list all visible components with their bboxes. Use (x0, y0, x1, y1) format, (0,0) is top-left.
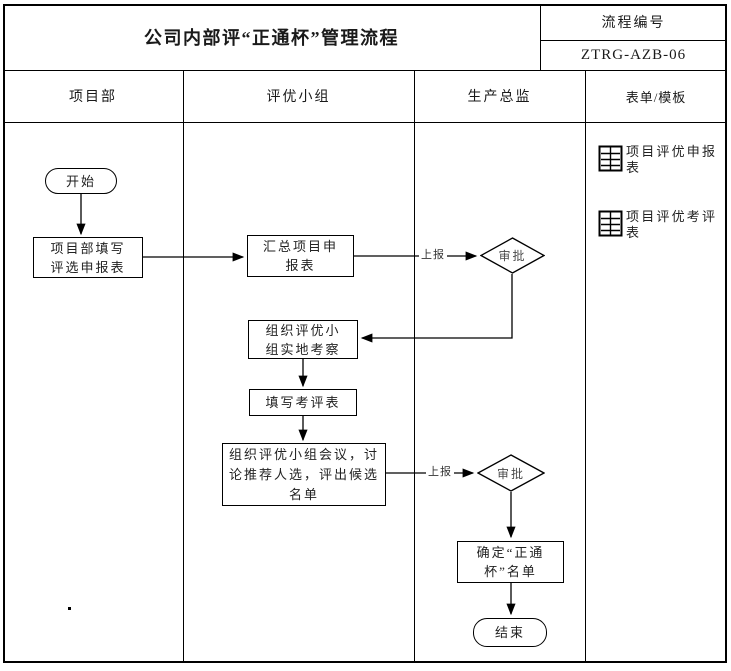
diamond-shape (477, 454, 545, 492)
process-code-label: 流程编号 (601, 16, 666, 31)
submit-label-2: 上报 (426, 466, 454, 479)
decision-approve-2: 审批 (477, 454, 545, 492)
step-fill-application: 项目部填写 评选申报表 (33, 237, 143, 278)
lane-header-production-director: 生产总监 (467, 90, 532, 105)
title-code-separator (540, 4, 541, 70)
outer-border (3, 4, 727, 663)
step-fill-evaluation-form: 填写考评表 (249, 389, 357, 416)
code-divider-line (540, 40, 727, 41)
end-terminator: 结束 (473, 618, 547, 647)
form-item-evaluation: 项目评优考评表 (598, 209, 725, 241)
step-confirm-list: 确定“正通 杯”名单 (457, 541, 564, 583)
lane-separator-3 (585, 70, 586, 663)
form-item-application: 项目评优申报表 (598, 144, 725, 176)
header-bottom-line (3, 70, 727, 71)
step-field-inspection: 组织评优小 组实地考察 (248, 320, 358, 359)
lane-header-forms-templates: 表单/模板 (625, 89, 687, 105)
decision-approve-1-label: 审批 (498, 249, 527, 263)
lane-header-evaluation-team: 评优小组 (266, 90, 331, 105)
lane-header-project-dept: 项目部 (69, 90, 117, 105)
table-doc-icon (598, 145, 623, 172)
form-item-evaluation-label: 项目评优考评表 (626, 209, 718, 240)
lane-header-bottom-line (3, 122, 727, 123)
lane-separator-2 (414, 70, 415, 663)
decision-approve-1: 审批 (480, 237, 545, 274)
step-committee-meeting: 组织评优小组会议，讨 论推荐人选，评出候选 名单 (222, 443, 386, 506)
page-title: 公司内部评“正通杯”管理流程 (144, 28, 399, 48)
table-doc-icon (598, 210, 623, 237)
step-summarize-applications: 汇总项目申 报表 (247, 235, 354, 277)
submit-label-1: 上报 (419, 249, 447, 262)
decision-approve-2-label: 审批 (496, 466, 525, 481)
stray-dot-mark (68, 607, 71, 610)
start-terminator: 开始 (45, 168, 117, 194)
form-item-application-label: 项目评优申报表 (626, 144, 718, 175)
process-code-value: ZTRG-AZB-06 (580, 46, 687, 63)
diamond-shape (480, 237, 545, 274)
lane-separator-1 (183, 70, 184, 663)
